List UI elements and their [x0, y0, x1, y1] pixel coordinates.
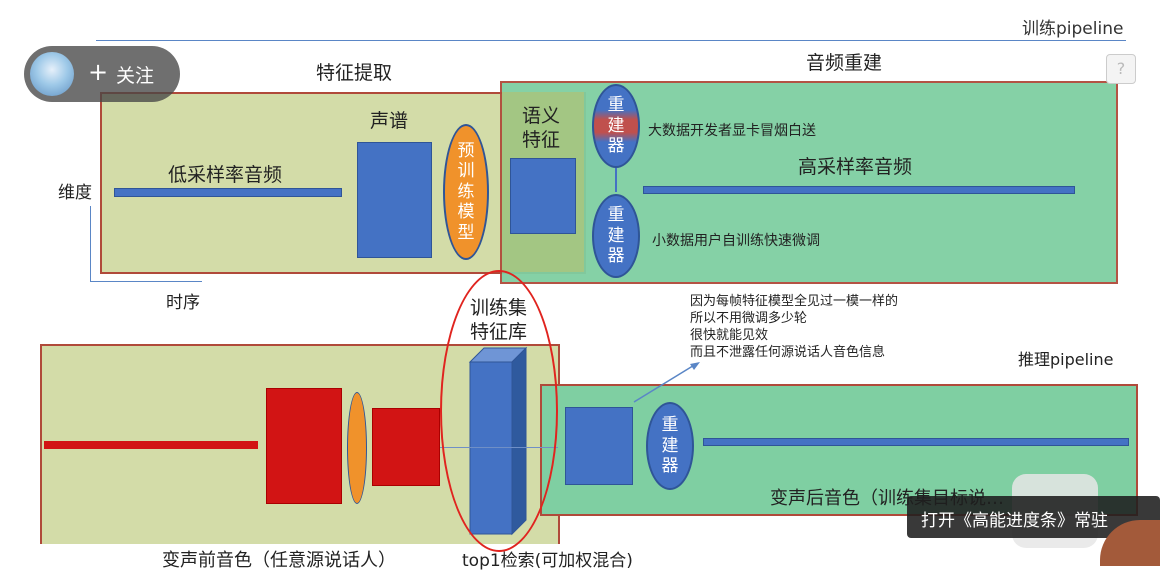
library-highlight-ellipse — [440, 270, 558, 552]
section-rebuild-title: 音频重建 — [806, 52, 883, 74]
rebuilder-note-big: 大数据开发者显卡冒烟白送 — [648, 123, 816, 139]
low-sample-audio-label: 低采样率音频 — [168, 164, 283, 186]
top1-retrieval-label: top1检索(可加权混合) — [462, 551, 633, 571]
rebuilder-big-label: 重建器 — [607, 95, 625, 157]
semantic-feature-label: 语义 特征 — [522, 104, 560, 152]
before-timbre-label: 变声前音色（任意源说话人） — [162, 550, 396, 571]
note-line: 所以不用微调多少轮 — [690, 311, 808, 326]
follow-label: 关注 — [116, 65, 155, 87]
pretrained-model-lens: 预训练模型 — [443, 124, 489, 260]
rebuilder-small-oval: 重建器 — [592, 194, 640, 278]
rebuilder-down-arrow — [615, 168, 617, 192]
inference-pipeline-label: 推理pipeline — [1018, 350, 1114, 369]
axis-time-label: 时序 — [166, 293, 200, 313]
note-line: 因为每帧特征模型全见过一模一样的 — [690, 294, 899, 309]
axis-horizontal — [90, 281, 202, 282]
source-audio-bar — [44, 441, 258, 449]
low-sample-audio-bar — [114, 188, 342, 197]
axis-dimension-label: 维度 — [58, 183, 92, 203]
rebuilder-small-label: 重建器 — [607, 205, 625, 267]
pretrained-model-label: 预训练模型 — [457, 141, 475, 243]
help-icon-glyph: ? — [1116, 59, 1126, 78]
notes-pointer-arrow — [633, 362, 700, 403]
inference-rebuilder-oval: 重建器 — [646, 402, 694, 490]
source-spectrum-block — [266, 388, 342, 504]
note-line: 很快就能见效 — [690, 328, 769, 343]
pipeline-arrow-line — [96, 40, 1126, 41]
section-feature-title: 特征提取 — [316, 62, 393, 84]
follow-plus-icon: + — [88, 58, 109, 86]
output-audio-bar — [703, 438, 1129, 446]
follow-button[interactable]: + 关注 — [24, 46, 180, 102]
retrieved-feature-block — [565, 407, 633, 485]
spectrum-label: 声谱 — [370, 110, 409, 132]
rebuilder-big-oval: 重建器 — [592, 84, 640, 168]
semantic-feature-text: 语义 特征 — [522, 105, 561, 151]
training-pipeline-label: 训练pipeline — [1022, 19, 1124, 39]
note-line: 而且不泄露任何源说话人音色信息 — [690, 345, 886, 360]
avatar — [30, 52, 74, 96]
source-feature-block — [372, 408, 440, 486]
high-sample-audio-label: 高采样率音频 — [798, 156, 913, 178]
notes-block: 因为每帧特征模型全见过一模一样的 所以不用微调多少轮 很快就能见效 而且不泄露任… — [690, 293, 898, 361]
toast-text: 打开《高能进度条》常驻 — [921, 511, 1108, 531]
spectrum-block — [357, 142, 432, 258]
axis-vertical — [90, 206, 91, 282]
high-sample-audio-bar — [643, 186, 1075, 194]
rebuilder-note-small: 小数据用户自训练快速微调 — [652, 233, 820, 249]
inference-rebuilder-label: 重建器 — [661, 415, 679, 477]
help-icon[interactable]: ? — [1106, 54, 1136, 84]
semantic-feature-block — [510, 158, 576, 234]
source-lens — [347, 392, 367, 504]
